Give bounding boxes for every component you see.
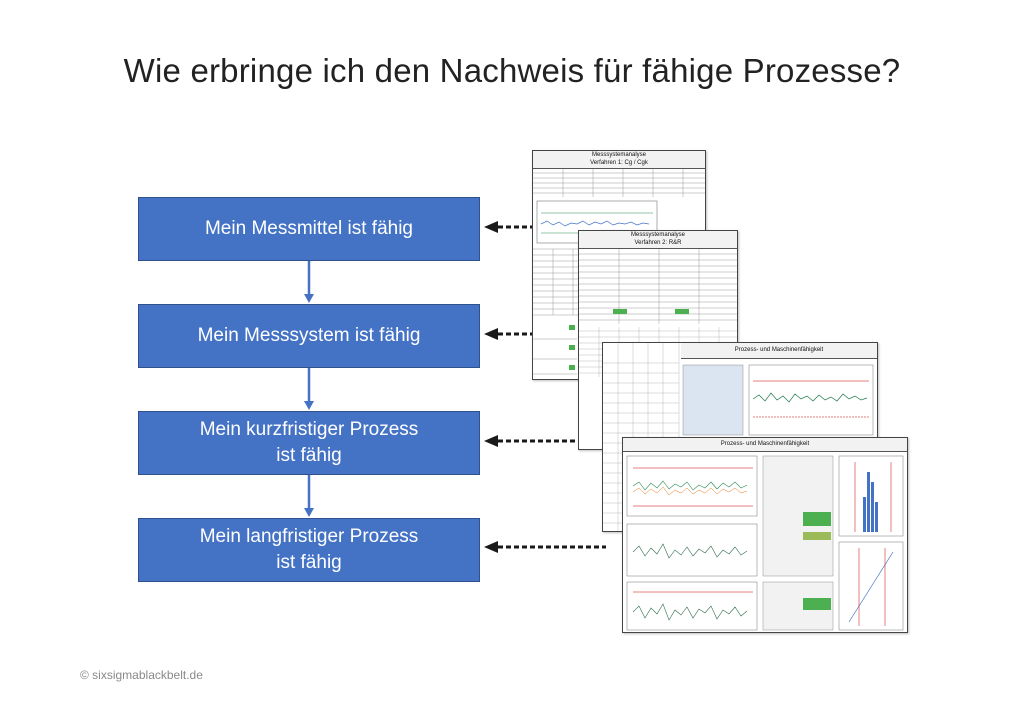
connector-arrow-3 <box>304 475 314 517</box>
sheet-title: Messsystemanalyse <box>630 232 686 238</box>
copyright-footer: © sixsigmablackbelt.de <box>80 668 203 682</box>
sheet-header: Messsystemanalyse Verfahren 1: Cg / Cgk <box>533 151 705 169</box>
step-measuring-instrument: Mein Messmittel ist fähig <box>138 197 480 261</box>
step-label-line1: Mein kurzfristiger Prozess <box>199 419 419 440</box>
slide-title: Wie erbringe ich den Nachweis für fähige… <box>123 52 901 89</box>
step-label: Mein Messmittel ist fähig <box>204 218 413 239</box>
step-label-line2: ist fähig <box>276 445 342 466</box>
connector-arrow-2 <box>304 368 314 410</box>
sheet-subtitle: Verfahren 1: Cg / Cgk <box>590 160 648 166</box>
sheet-title: Prozess- und Maschinenfähigkeit <box>734 347 824 353</box>
step-label-line1: Mein langfristiger Prozess <box>199 526 419 547</box>
sheet-title: Messsystemanalyse <box>591 152 647 158</box>
step-short-term-process: Mein kurzfristiger Prozess ist fähig <box>138 411 480 475</box>
dashed-arrow-1 <box>484 221 532 233</box>
sheet-content-graphic <box>626 455 904 631</box>
step-label-line2: ist fähig <box>276 552 342 573</box>
step-measuring-system: Mein Messsystem ist fähig <box>138 304 480 368</box>
sheet-subtitle: Verfahren 2: R&R <box>634 240 682 246</box>
sheet-title: Prozess- und Maschinenfähigkeit <box>720 441 810 447</box>
dashed-arrow-3 <box>484 435 602 447</box>
sheet-header: Messsystemanalyse Verfahren 2: R&R <box>579 231 737 249</box>
sheet-header: Prozess- und Maschinenfähigkeit <box>623 438 907 452</box>
dashed-arrow-4 <box>484 541 606 553</box>
step-long-term-process: Mein langfristiger Prozess ist fähig <box>138 518 480 582</box>
sheet-header: Prozess- und Maschinenfähigkeit <box>681 343 877 359</box>
spreadsheet-thumbnail-process-capability-front: Prozess- und Maschinenfähigkeit <box>622 437 908 633</box>
step-label: Mein Messsystem ist fähig <box>197 325 421 346</box>
connector-arrow-1 <box>304 261 314 303</box>
